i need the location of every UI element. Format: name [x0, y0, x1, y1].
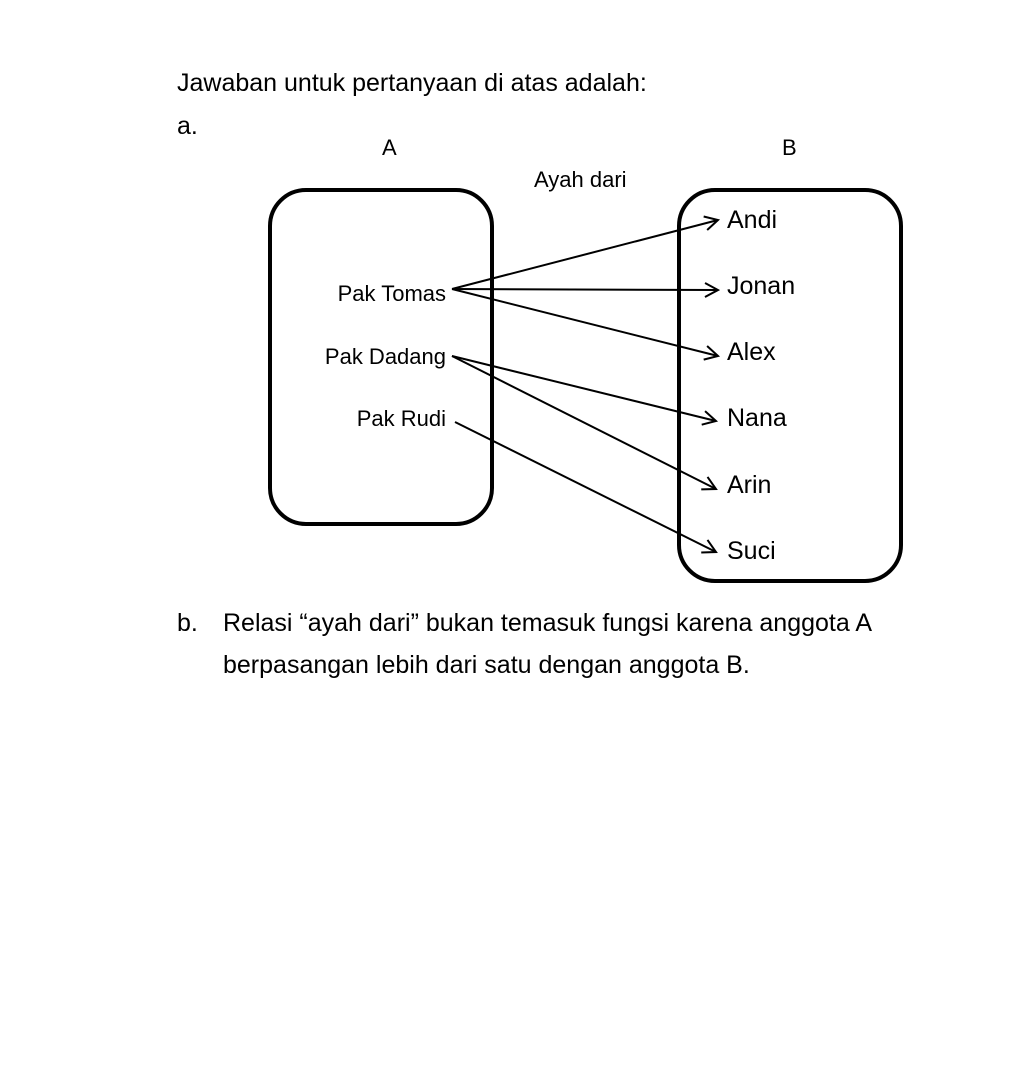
- arrow-pak-rudi-to-suci: [454, 421, 716, 552]
- set-b-item-jonan: Jonan: [727, 272, 796, 300]
- arrow-pak-tomas-to-andi: [451, 220, 718, 290]
- relation-arrows: [451, 220, 718, 552]
- relation-label: Ayah dari: [534, 167, 627, 192]
- part-a-label: a.: [177, 112, 198, 140]
- answer-b-line-2: berpasangan lebih dari satu dengan anggo…: [223, 651, 750, 679]
- intro-text: Jawaban untuk pertanyaan di atas adalah:: [177, 69, 647, 97]
- arrow-pak-dadang-to-nana: [451, 355, 716, 421]
- answer-b-line-1: Relasi “ayah dari” bukan temasuk fungsi …: [223, 609, 872, 637]
- arrow-pak-tomas-to-jonan: [451, 289, 718, 290]
- set-b-title: B: [782, 135, 797, 160]
- set-b-item-suci: Suci: [727, 537, 776, 565]
- set-b-item-alex: Alex: [727, 338, 776, 366]
- set-b-box: [677, 188, 903, 583]
- set-a-item-pak-tomas: Pak Tomas: [337, 281, 446, 306]
- set-b-item-andi: Andi: [727, 206, 778, 234]
- set-b-item-arin: Arin: [727, 471, 772, 499]
- arrow-pak-tomas-to-alex: [451, 288, 718, 356]
- set-a-title: A: [382, 135, 397, 160]
- arrow-pak-dadang-to-arin: [451, 355, 716, 489]
- part-b-label: b.: [177, 609, 198, 637]
- set-a-box: [268, 188, 494, 526]
- set-a-item-pak-dadang: Pak Dadang: [324, 344, 446, 369]
- set-b-item-nana: Nana: [727, 404, 787, 432]
- set-a-item-pak-rudi: Pak Rudi: [356, 406, 446, 431]
